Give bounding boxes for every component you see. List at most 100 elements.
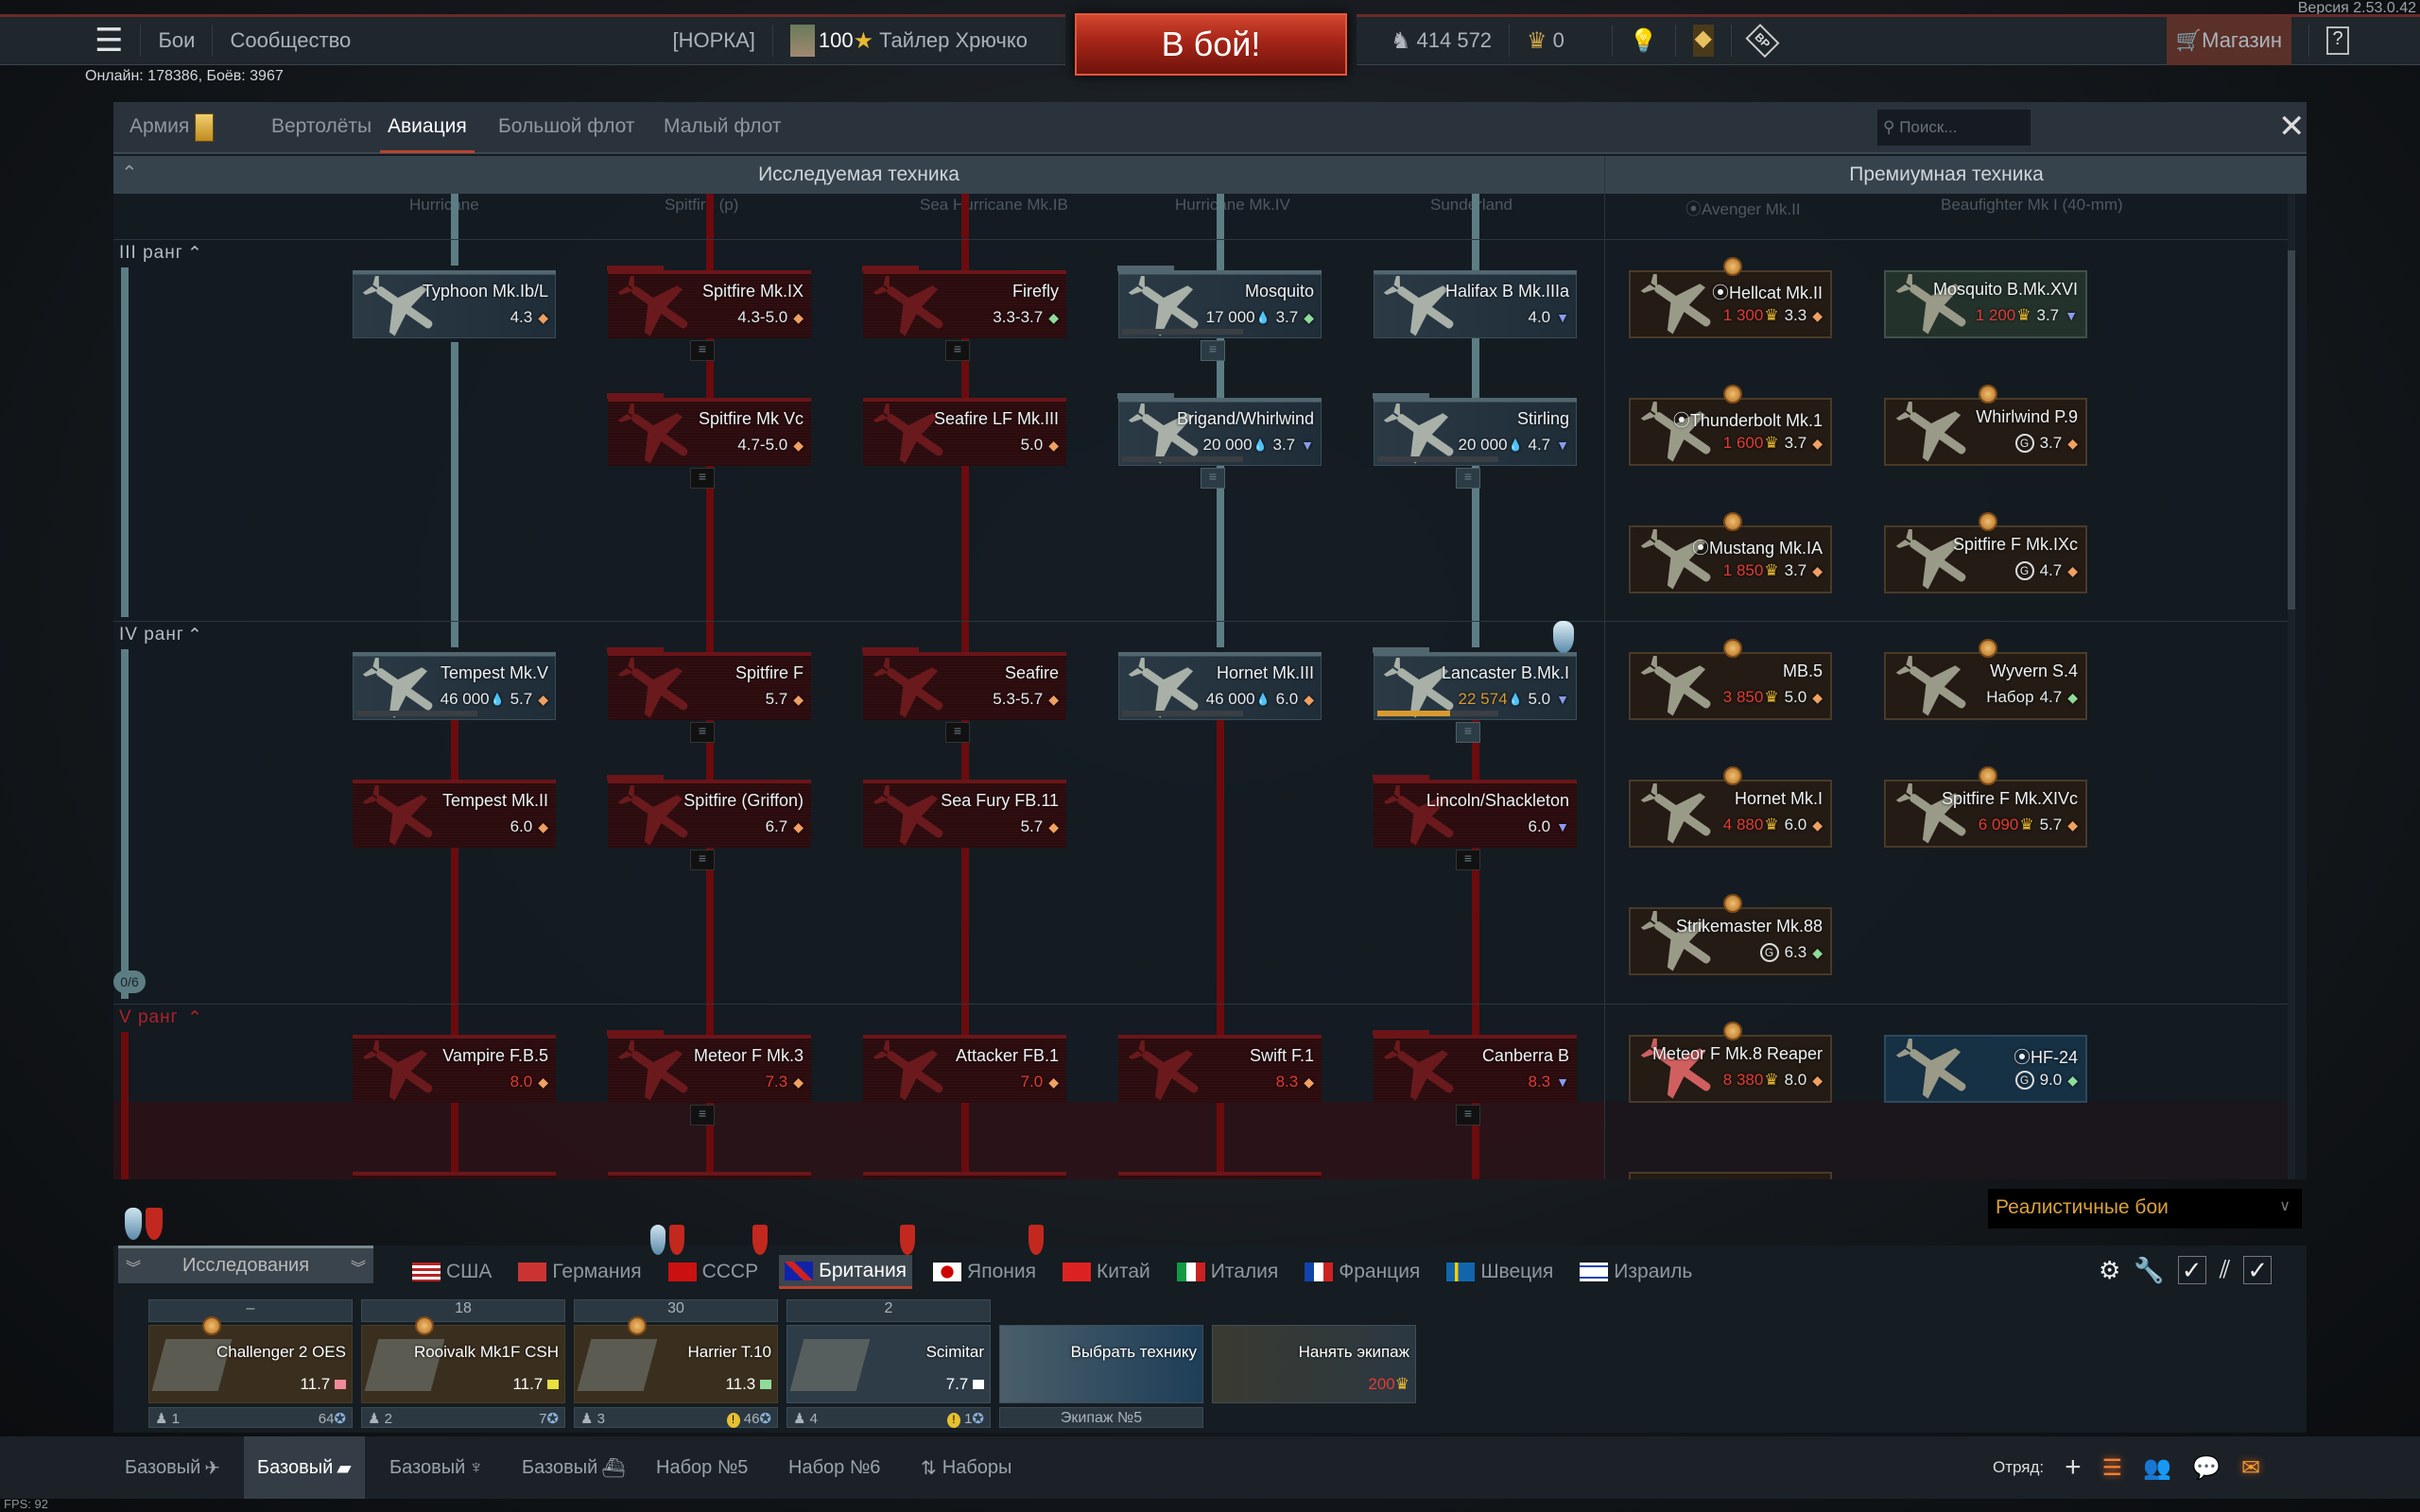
rank-label[interactable]: V ранг — [119, 1007, 179, 1027]
preset-tab[interactable]: Набор №5 — [656, 1456, 749, 1478]
previous-rank-vehicle[interactable]: Hurricane Mk.IV — [1175, 196, 1290, 214]
player-name[interactable]: Тайлер Хрючко — [879, 28, 1028, 52]
collapse-all-icon[interactable]: ⌃ — [121, 163, 138, 184]
vehicle-group-expand-button[interactable]: ≡ — [1201, 340, 1225, 361]
repair-checkbox[interactable]: ✓ — [2177, 1256, 2206, 1284]
rank-label[interactable]: III ранг — [119, 243, 183, 263]
preset-tab[interactable]: ⇅Наборы — [921, 1456, 1012, 1479]
collapse-rank-icon[interactable]: ⌃ — [187, 626, 203, 645]
previous-rank-vehicle[interactable]: ⦿Avenger Mk.II — [1685, 200, 1801, 218]
country-tab-us[interactable]: США — [406, 1255, 497, 1289]
wrench-icon[interactable]: 🔧 — [2134, 1255, 2165, 1284]
battle-button[interactable]: В бой! — [1075, 13, 1347, 76]
vehicle-group-expand-button[interactable]: ≡ — [690, 468, 715, 489]
vehicle-card-partial[interactable] — [863, 1172, 1066, 1179]
vehicle-group-expand-button[interactable]: ≡ — [1456, 850, 1480, 870]
vehicle-group-expand-button[interactable]: ≡ — [945, 340, 970, 361]
mail-icon[interactable]: ✉ — [2240, 1454, 2261, 1481]
vehicle-card[interactable]: ≡Spitfire (Griffon)6.7◆ — [607, 775, 811, 870]
previous-rank-vehicle[interactable]: Spitfire (p) — [665, 196, 739, 214]
country-tab-cn[interactable]: Китай — [1057, 1255, 1156, 1289]
hire-crew-slot[interactable]: Нанять экипаж 200♛ — [1212, 1299, 1416, 1403]
search-input[interactable]: ⚲ Поиск... — [1877, 110, 2031, 146]
country-tab-il[interactable]: Израиль — [1574, 1255, 1698, 1289]
rank-label[interactable]: IV ранг — [119, 625, 184, 644]
vehicle-card-partial[interactable] — [1118, 1172, 1322, 1179]
shop-button[interactable]: 🛒 Магазин — [2166, 16, 2291, 65]
vehicle-group-expand-button[interactable]: ≡ — [945, 722, 970, 743]
collapse-rank-icon[interactable]: ⌃ — [187, 244, 203, 264]
tree-scrollbar[interactable] — [2288, 194, 2295, 1179]
gear-icon[interactable]: ⚙ — [2099, 1255, 2121, 1284]
close-icon[interactable]: ✕ — [2278, 109, 2306, 145]
research-selector[interactable]: ︾ Исследования ︾ — [118, 1246, 373, 1283]
country-tab-uk[interactable]: Британия — [779, 1255, 913, 1289]
hamburger-menu-icon[interactable]: ☰ — [95, 23, 124, 59]
battle-pass-icon[interactable]: BP — [1745, 24, 1779, 58]
lightbulb-icon[interactable]: 💡 — [1629, 27, 1658, 54]
collapse-rank-icon[interactable]: ⌃ — [187, 1008, 203, 1028]
vehicle-card-partial[interactable] — [608, 1172, 811, 1179]
vehicle-group-expand-button[interactable]: ≡ — [1456, 1105, 1480, 1125]
help-button[interactable]: ? — [2326, 26, 2349, 55]
chat-icon[interactable]: 💬 — [2192, 1454, 2221, 1481]
tab-helicopters[interactable]: Вертолёты — [271, 115, 372, 137]
country-tab-it[interactable]: Италия — [1171, 1255, 1285, 1289]
tab-army[interactable]: Армия — [130, 115, 190, 137]
research-queue-icon[interactable]: ☰ — [2101, 1454, 2123, 1481]
country-tab-se[interactable]: Швеция — [1441, 1255, 1559, 1289]
premium-diamond-icon[interactable]: ◆ — [1692, 25, 1714, 57]
vehicle-group-expand-button[interactable]: ≡ — [1201, 468, 1225, 489]
vehicle-card-partial[interactable] — [353, 1172, 556, 1179]
ammo-icon[interactable]: ⫽ — [2219, 1255, 2231, 1283]
battles-menu[interactable]: Бои — [158, 28, 196, 52]
previous-rank-vehicle[interactable]: Sunderland — [1430, 196, 1512, 215]
community-menu[interactable]: Сообщество — [230, 28, 352, 52]
country-tab-jp[interactable]: Япония — [927, 1255, 1042, 1289]
preset-tab[interactable]: Базовый ▰ — [244, 1436, 365, 1499]
preset-tab[interactable]: Набор №6 — [788, 1456, 881, 1478]
ammo-checkbox[interactable]: ✓ — [2243, 1256, 2273, 1284]
tab-bluewater-fleet[interactable]: Большой флот — [498, 115, 635, 137]
add-squad-member-icon[interactable]: + — [2065, 1452, 2082, 1483]
previous-rank-vehicle[interactable]: Hurricane — [409, 196, 479, 214]
game-mode-dropdown[interactable]: Реалистичные бои ∨ — [1988, 1189, 2302, 1228]
